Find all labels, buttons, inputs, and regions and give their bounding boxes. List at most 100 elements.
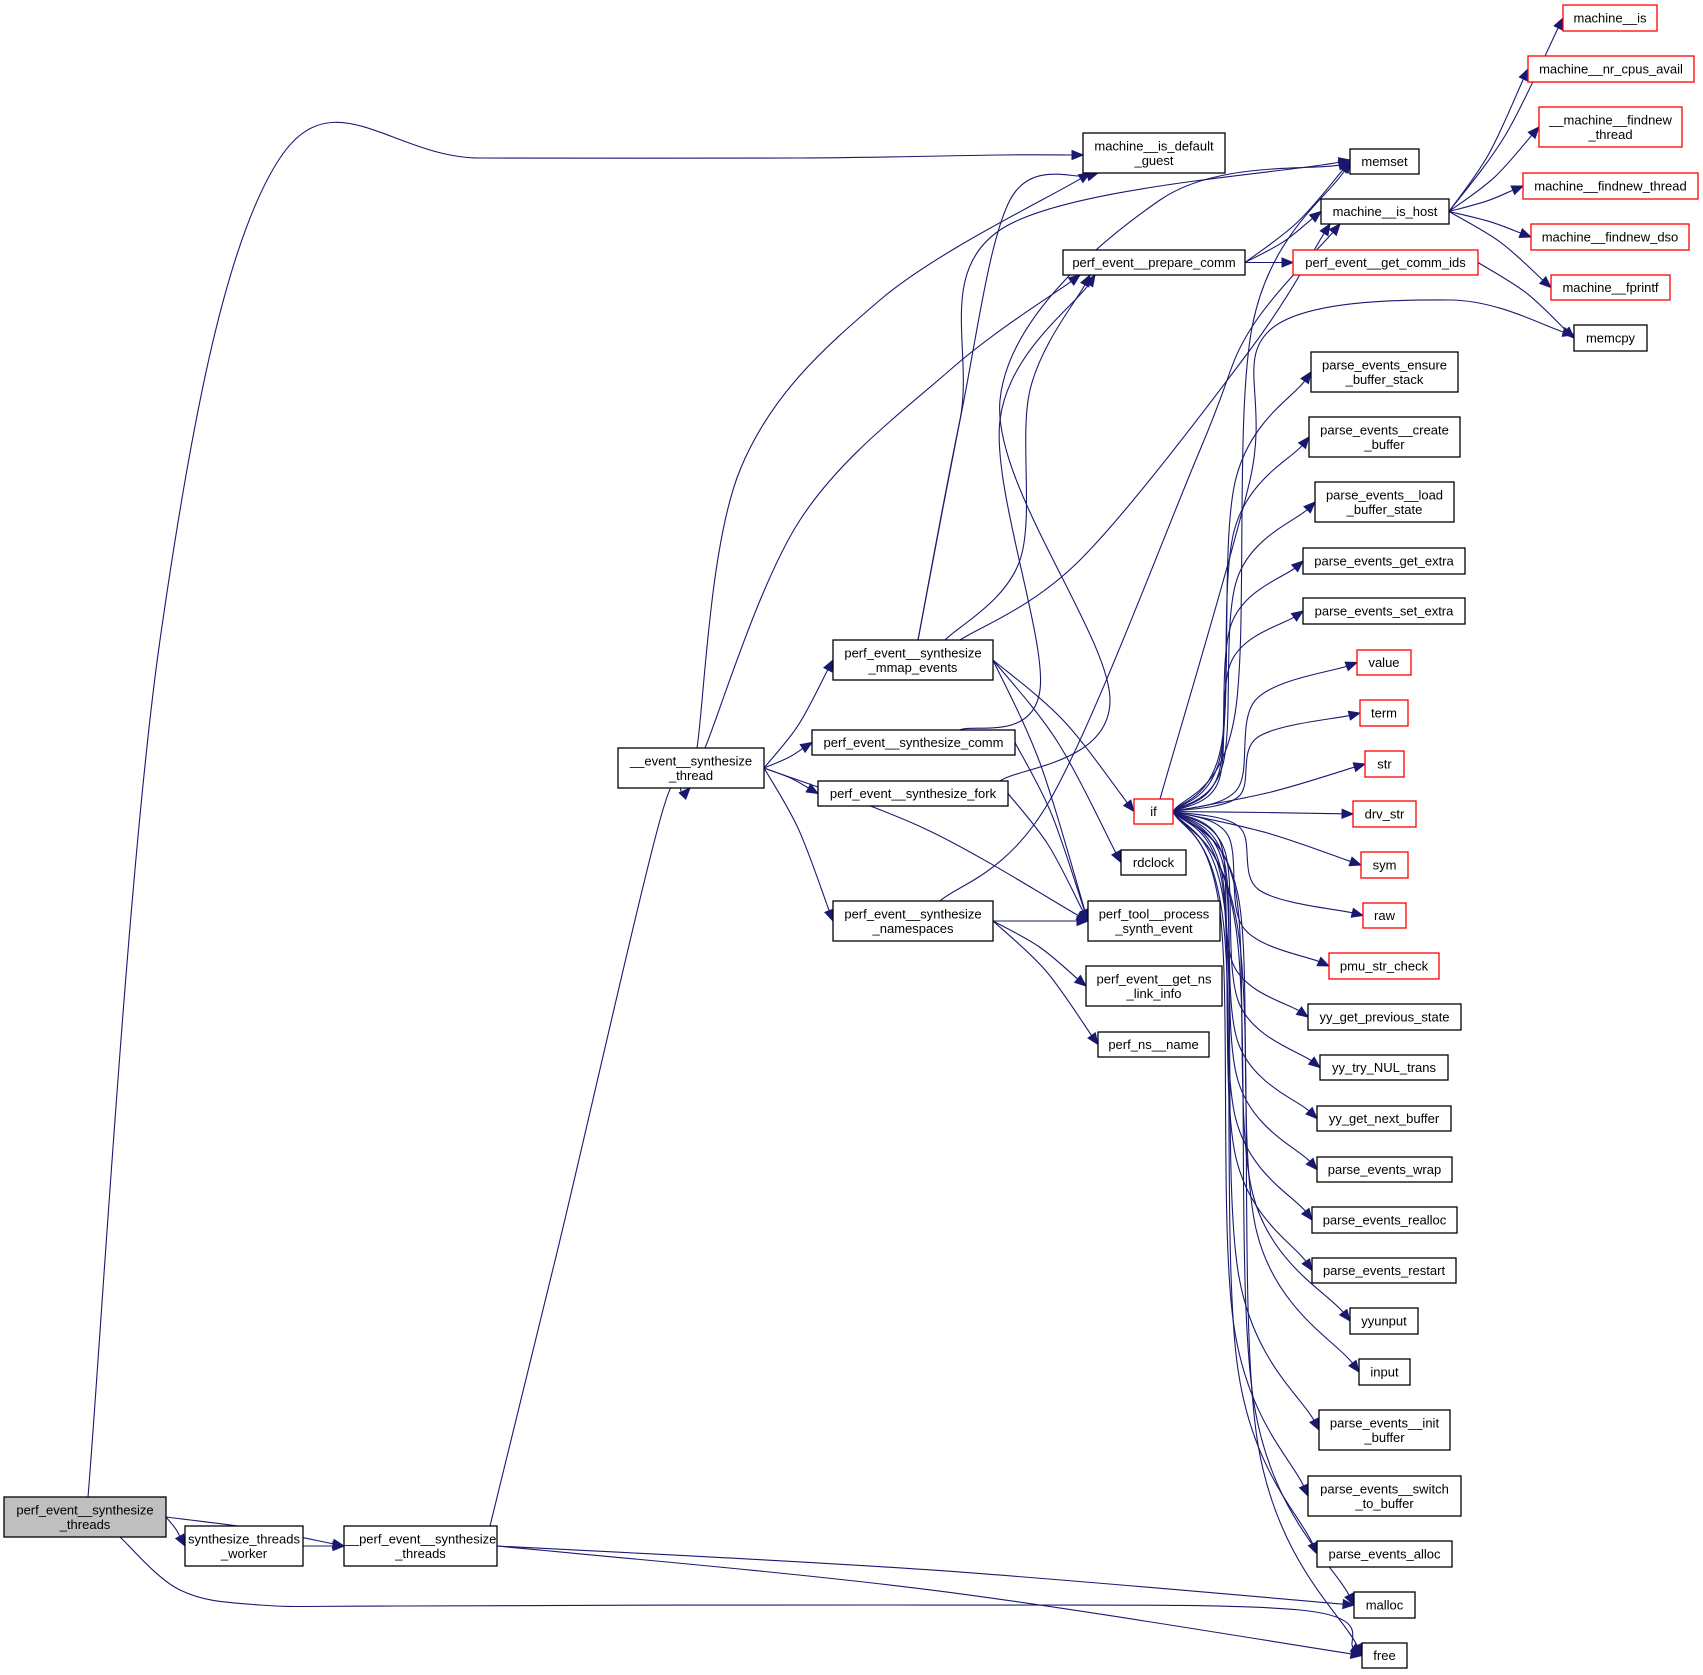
edge-line	[496, 1545, 1345, 1605]
arrowhead-icon	[1347, 710, 1362, 721]
edge-sfork-to-ptps	[1007, 793, 1089, 923]
node-box	[1358, 1358, 1411, 1386]
node-perf-event-synthesize-mmap-events[interactable]: perf_event__synthesize_mmap_events	[832, 639, 994, 681]
edge-mih-to-mnca	[1448, 67, 1529, 212]
node-label: yy_get_previous_state	[1319, 1010, 1449, 1025]
node-label: parse_events_ensure	[1322, 357, 1447, 372]
node-pmu-str-check[interactable]: pmu_str_check	[1328, 952, 1440, 980]
node-machine-findnew-thread[interactable]: __machine__findnew_thread	[1538, 106, 1683, 148]
node-str[interactable]: str	[1364, 750, 1405, 778]
node-synthesize-threads-worker[interactable]: synthesize_threads_worker	[184, 1525, 304, 1567]
node-parse-events-init-buffer[interactable]: parse_events__init_buffer	[1318, 1409, 1451, 1451]
node-label: drv_str	[1365, 807, 1405, 822]
node-yy-get-previous-state[interactable]: yy_get_previous_state	[1307, 1003, 1462, 1031]
edge-pest-to-malloc	[496, 1545, 1356, 1610]
arrowhead-icon	[1348, 1359, 1360, 1374]
node-label: term	[1371, 706, 1397, 721]
node-perf-event-synthesize-fork[interactable]: perf_event__synthesize_fork	[817, 780, 1009, 807]
edge-if-to-str	[1172, 762, 1367, 813]
node-parse-events-alloc[interactable]: parse_events_alloc	[1316, 1540, 1453, 1568]
node-perf-event-synthesize-threads[interactable]: perf_event__synthesize_threads	[3, 1496, 167, 1538]
node-perf-event-synthesize-threads[interactable]: __perf_event__synthesize_threads	[343, 1525, 498, 1567]
arrowhead-icon	[1307, 1056, 1322, 1069]
node-perf-event-prepare-comm[interactable]: perf_event__prepare_comm	[1062, 249, 1246, 276]
node-label: _threads	[394, 1546, 446, 1561]
node-yyunput[interactable]: yyunput	[1349, 1307, 1419, 1335]
node-parse-events-ensure-buffer-stack[interactable]: parse_events_ensure_buffer_stack	[1310, 351, 1459, 393]
node-label: _buffer	[1363, 1430, 1405, 1445]
node-input[interactable]: input	[1358, 1358, 1411, 1386]
node-memset[interactable]: memset	[1349, 148, 1420, 175]
node-label: _mmap_events	[868, 660, 958, 675]
node-label: synthesize_threads	[188, 1531, 301, 1546]
node-label: _worker	[220, 1546, 268, 1561]
node-label: _buffer_stack	[1345, 372, 1424, 387]
node-raw[interactable]: raw	[1362, 902, 1407, 929]
node-rdclock[interactable]: rdclock	[1120, 849, 1187, 876]
node-perf-event-synthesize-namespaces[interactable]: perf_event__synthesize_namespaces	[832, 900, 994, 942]
node-machine-nr-cpus-avail[interactable]: machine__nr_cpus_avail	[1527, 55, 1695, 83]
edge-line	[959, 283, 1090, 731]
edge-pest-to-free	[496, 1545, 1364, 1659]
node-yy-try-NUL-trans[interactable]: yy_try_NUL_trans	[1319, 1054, 1449, 1081]
node-machine-fprintf[interactable]: machine__fprintf	[1550, 274, 1671, 301]
edge-line	[917, 173, 1089, 641]
node-drv-str[interactable]: drv_str	[1352, 800, 1417, 828]
node-free[interactable]: free	[1361, 1642, 1408, 1669]
edge-scomm-to-prep	[959, 273, 1096, 731]
node-term[interactable]: term	[1359, 699, 1409, 727]
node-box	[617, 747, 765, 789]
edge-sns-to-ptps	[993, 915, 1090, 927]
node-perf-event-get-ns-link-info[interactable]: perf_event__get_ns_link_info	[1085, 965, 1223, 1007]
edge-mmap-to-midg	[917, 171, 1100, 641]
node-parse-events-create-buffer[interactable]: parse_events__create_buffer	[1308, 416, 1461, 458]
edge-line	[1014, 742, 1086, 912]
node-machine-findnew-thread[interactable]: machine__findnew_thread	[1522, 172, 1699, 200]
node-malloc[interactable]: malloc	[1353, 1591, 1416, 1619]
node-parse-events-restart[interactable]: parse_events_restart	[1311, 1257, 1457, 1284]
node-label: _thread	[668, 768, 713, 783]
node-label: raw	[1374, 908, 1396, 923]
edge-if-to-input	[1172, 811, 1360, 1374]
node-machine-findnew-dso[interactable]: machine__findnew_dso	[1530, 223, 1690, 251]
edge-line	[1448, 134, 1533, 212]
node-machine-is[interactable]: machine__is	[1562, 4, 1658, 32]
node-if[interactable]: if	[1133, 798, 1174, 825]
node-box	[1310, 351, 1459, 393]
node-box	[1349, 148, 1420, 175]
node-parse-events-wrap[interactable]: parse_events_wrap	[1316, 1156, 1453, 1183]
node-box	[1530, 223, 1690, 251]
node-perf-ns-name[interactable]: perf_ns__name	[1097, 1031, 1210, 1058]
node-memcpy[interactable]: memcpy	[1573, 324, 1648, 352]
node-perf-tool-process-synth-event[interactable]: perf_tool__process_synth_event	[1087, 900, 1221, 942]
edge-line	[1172, 714, 1351, 813]
node-perf-event-get-comm-ids[interactable]: perf_event__get_comm_ids	[1292, 249, 1479, 276]
node-yy-get-next-buffer[interactable]: yy_get_next_buffer	[1316, 1105, 1452, 1132]
node-parse-events-get-extra[interactable]: parse_events_get_extra	[1302, 547, 1466, 575]
arrowhead-icon	[1538, 275, 1552, 289]
node-machine-is-default-guest[interactable]: machine__is_default_guest	[1082, 132, 1226, 174]
node-machine-is-host[interactable]: machine__is_host	[1320, 198, 1450, 225]
node-label: __machine__findnew	[1548, 112, 1672, 127]
node-event-synthesize-thread[interactable]: __event__synthesize_thread	[617, 747, 765, 789]
node-parse-events-load-buffer-state[interactable]: parse_events__load_buffer_state	[1314, 481, 1455, 523]
arrowhead-icon	[1300, 1207, 1313, 1222]
arrowhead-icon	[1122, 799, 1135, 813]
node-label: perf_tool__process	[1099, 906, 1210, 921]
node-sym[interactable]: sym	[1360, 851, 1409, 879]
arrowhead-icon	[1300, 370, 1312, 385]
node-perf-event-synthesize-comm[interactable]: perf_event__synthesize_comm	[811, 729, 1016, 756]
edge-line	[1172, 811, 1359, 1647]
edge-line	[992, 659, 1117, 854]
node-parse-events-switch-to-buffer[interactable]: parse_events__switch_to_buffer	[1307, 1475, 1462, 1517]
node-box	[1364, 750, 1405, 778]
node-label: value	[1368, 655, 1399, 670]
arrowhead-icon	[1305, 1157, 1318, 1171]
node-parse-events-set-extra[interactable]: parse_events_set_extra	[1302, 597, 1466, 625]
arrowhead-icon	[1518, 67, 1529, 82]
node-parse-events-realloc[interactable]: parse_events_realloc	[1311, 1206, 1458, 1234]
node-label: __event__synthesize	[629, 753, 752, 768]
node-value[interactable]: value	[1356, 649, 1412, 676]
arrowhead-icon	[1281, 257, 1295, 268]
node-label: machine__is_default	[1094, 138, 1214, 153]
